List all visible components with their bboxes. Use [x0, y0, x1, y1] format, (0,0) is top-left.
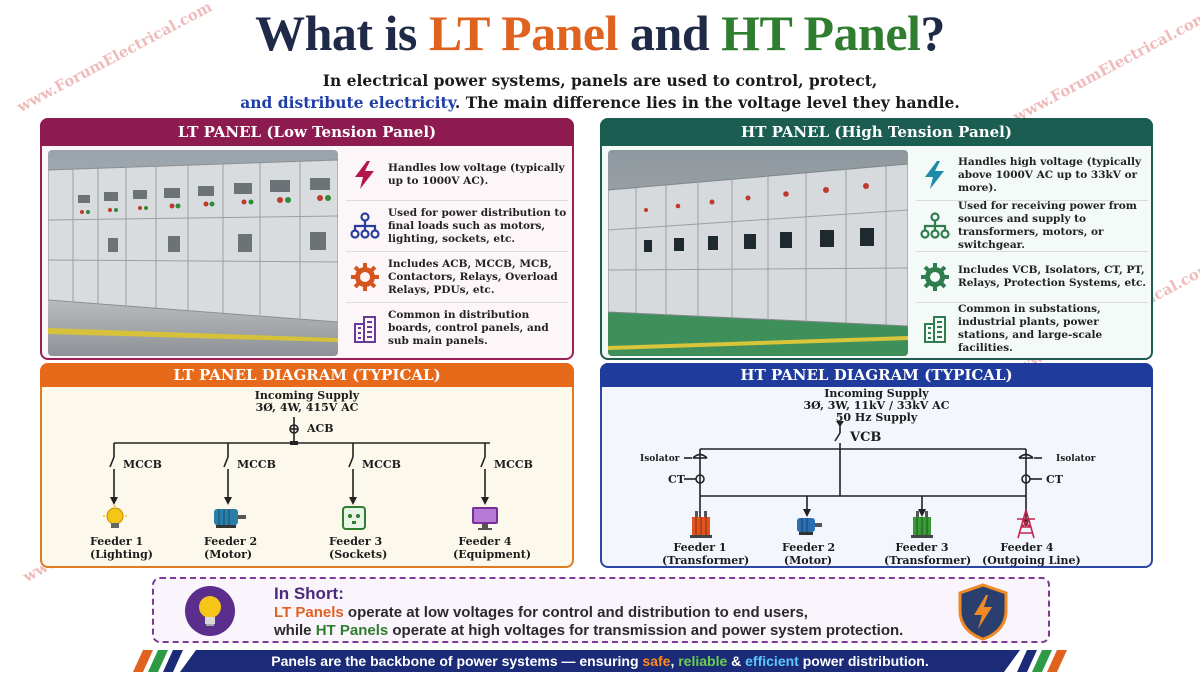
ht-feature-item: Used for receiving power from sources an…: [916, 200, 1148, 252]
lt-feeder-label: Feeder 3(Sockets): [329, 535, 388, 561]
building-icon: [916, 310, 954, 348]
footer-stripes-left: [133, 650, 183, 672]
lt-panel-header: LT PANEL (Low Tension Panel): [40, 118, 574, 146]
ht-feature-text: Handles high voltage (typically above 10…: [958, 155, 1142, 194]
lt-feature-item: Used for power distribution to final loa…: [346, 201, 568, 252]
page-title: What is LT Panel and HT Panel?: [0, 4, 1200, 62]
ht-feeder-label: Feeder 2(Motor): [782, 541, 836, 567]
lt-feature-item: Includes ACB, MCCB, MCB, Contactors, Rel…: [346, 252, 568, 303]
ht-ct-right: CT: [1046, 473, 1063, 486]
subtitle-highlight: and distribute electricity: [240, 93, 455, 112]
lt-feature-text: Used for power distribution to final loa…: [388, 206, 567, 245]
ht-feature-text: Common in substations, industrial plants…: [958, 302, 1103, 354]
title-prefix: What is: [255, 5, 429, 61]
title-lt: LT Panel: [428, 5, 619, 61]
shield-icon: [958, 583, 1008, 641]
ht-feature-list: Handles high voltage (typically above 10…: [916, 150, 1148, 354]
lt-panel-card: LT PANEL (Low Tension Panel): [40, 118, 574, 360]
bulb-icon: [185, 586, 235, 636]
subtitle: In electrical power systems, panels are …: [0, 70, 1200, 114]
lt-feature-item: Common in distribution boards, control p…: [346, 303, 568, 354]
lt-feature-text: Includes ACB, MCCB, MCB, Contactors, Rel…: [388, 257, 558, 296]
lt-incoming-spec: 3Ø, 4W, 415V AC: [255, 401, 359, 414]
ht-diagram-card: HT PANEL DIAGRAM (TYPICAL) Incoming Supp…: [600, 363, 1153, 568]
lt-feature-list: Handles low voltage (typically up to 100…: [346, 150, 568, 354]
lightning-icon: [916, 156, 954, 194]
ht-feature-item: Common in substations, industrial plants…: [916, 303, 1148, 354]
title-ht: HT Panel: [721, 5, 921, 61]
ht-incoming-spec: 3Ø, 3W, 11kV / 33kV AC: [803, 399, 950, 412]
network-icon: [916, 207, 954, 245]
ht-feature-item: Includes VCB, Isolators, CT, PT, Relays,…: [916, 252, 1148, 303]
subtitle-line2: . The main difference lies in the voltag…: [454, 93, 960, 112]
lt-mccb-label: MCCB: [237, 458, 276, 471]
subtitle-line1: In electrical power systems, panels are …: [322, 71, 878, 90]
lightning-icon: [346, 156, 384, 194]
transformer-icon: [690, 511, 712, 538]
ht-feature-item: Handles high voltage (typically above 10…: [916, 150, 1148, 201]
motor-icon: [797, 518, 822, 535]
socket-icon: [342, 506, 366, 530]
ht-feeder-label: Feeder 1(Transformer): [662, 541, 750, 567]
ht-feature-text: Includes VCB, Isolators, CT, PT, Relays,…: [958, 264, 1147, 289]
ht-panel-photo: [608, 150, 908, 356]
ht-frequency: 50 Hz Supply: [835, 411, 918, 424]
ht-feeder-label: Feeder 3(Transformer): [884, 541, 972, 567]
lt-feeder-label: Feeder 2(Motor): [204, 535, 258, 561]
lt-diagram-card: LT PANEL DIAGRAM (TYPICAL) Incoming Supp…: [40, 363, 574, 568]
footer-stripes-right: [1017, 650, 1067, 672]
ht-ct-left: CT: [668, 473, 685, 486]
transformer-icon: [911, 511, 933, 538]
lt-acb-label: ACB: [307, 422, 334, 435]
ht-feeder-label: Feeder 4(Outgoing Line): [982, 541, 1081, 567]
lt-mccb-label: MCCB: [494, 458, 533, 471]
gear-icon: [346, 258, 384, 296]
tower-icon: [1017, 509, 1035, 539]
lt-feeder-label: Feeder 1(Lighting): [90, 535, 153, 561]
lt-diagram-header: LT PANEL DIAGRAM (TYPICAL): [40, 363, 574, 387]
footer-banner: Panels are the backbone of power systems…: [180, 650, 1020, 672]
title-mid: and: [618, 5, 722, 61]
ht-single-line-diagram: [684, 421, 1042, 527]
ht-incoming-title: Incoming Supply: [824, 387, 929, 400]
lt-feature-item: Handles low voltage (typically up to 100…: [346, 150, 568, 201]
network-icon: [346, 207, 384, 245]
in-short-heading: In Short:: [274, 584, 344, 603]
ht-diagram-header: HT PANEL DIAGRAM (TYPICAL): [600, 363, 1153, 387]
lt-mccb-label: MCCB: [362, 458, 401, 471]
ht-isolator-right: Isolator: [1056, 454, 1096, 464]
lt-panel-photo: [48, 150, 338, 356]
in-short-box: In Short: LT Panels operate at low volta…: [152, 577, 1050, 643]
monitor-icon: [472, 507, 498, 530]
lt-single-line-diagram: [109, 417, 490, 505]
in-short-line2: while HT Panels operate at high voltages…: [274, 622, 904, 639]
lt-feature-text: Common in distribution boards, control p…: [388, 309, 549, 347]
ht-panel-header: HT PANEL (High Tension Panel): [600, 118, 1153, 146]
motor-icon: [214, 509, 246, 528]
lt-incoming-title: Incoming Supply: [254, 389, 360, 402]
ht-isolator-left: Isolator: [640, 454, 680, 464]
building-icon: [346, 310, 384, 348]
bulb-icon: [103, 505, 127, 528]
lt-mccb-label: MCCB: [123, 458, 162, 471]
title-suffix: ?: [920, 5, 945, 61]
in-short-line1: LT Panels operate at low voltages for co…: [274, 604, 808, 621]
gear-icon: [916, 258, 954, 296]
lt-feature-text: Handles low voltage (typically up to 100…: [388, 162, 565, 187]
ht-panel-card: HT PANEL (High Tension Panel): [600, 118, 1153, 360]
ht-feature-text: Used for receiving power from sources an…: [958, 200, 1137, 251]
ht-vcb-label: VCB: [850, 430, 882, 445]
lt-feeder-label: Feeder 4(Equipment): [453, 535, 532, 561]
